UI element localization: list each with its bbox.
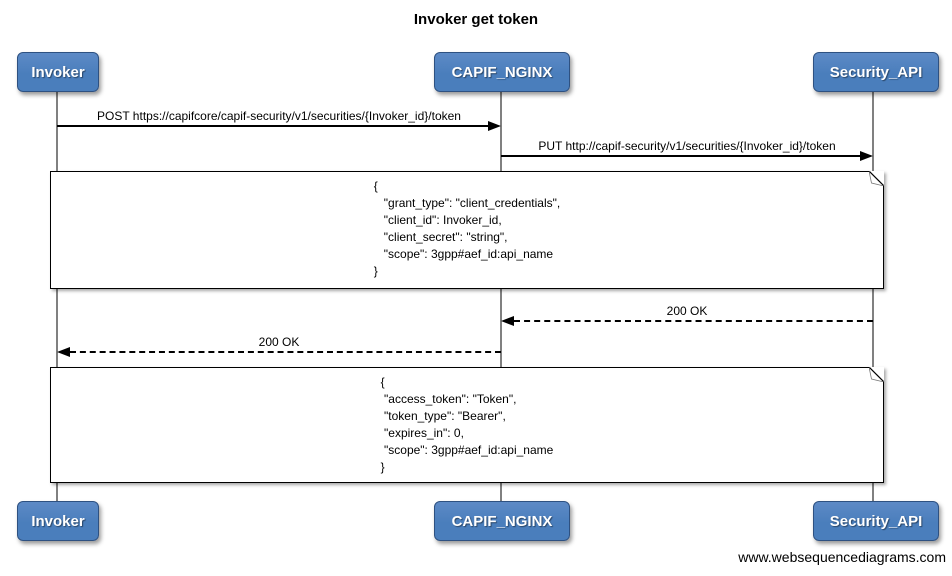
message-label-200ok-security: 200 OK xyxy=(666,304,708,318)
message-label-200ok-capif: 200 OK xyxy=(258,335,300,349)
note-fold-corner-icon xyxy=(869,171,884,186)
actor-label: Invoker xyxy=(31,63,85,81)
message-line-200ok-capif xyxy=(70,351,501,353)
note-token-response: { "access_token": "Token", "token_type":… xyxy=(50,367,884,483)
actor-label: CAPIF_NGINX xyxy=(451,512,553,530)
lifeline-capif-nginx xyxy=(500,92,502,501)
arrowhead-right-icon xyxy=(488,121,501,131)
actor-label: Security_API xyxy=(829,63,923,81)
message-line-put-token xyxy=(501,155,860,157)
actor-bottom-invoker: Invoker xyxy=(17,501,99,541)
actor-top-capif-nginx: CAPIF_NGINX xyxy=(434,52,570,92)
lifeline-invoker xyxy=(56,92,58,501)
arrowhead-right-icon xyxy=(860,151,873,161)
diagram-title: Invoker get token xyxy=(413,11,539,28)
arrowhead-left-icon xyxy=(501,316,514,326)
actor-top-invoker: Invoker xyxy=(17,52,99,92)
arrowhead-left-icon xyxy=(57,347,70,357)
actor-bottom-security-api: Security_API xyxy=(813,501,939,541)
note-request-body: { "grant_type": "client_credentials", "c… xyxy=(50,171,884,289)
actor-label: Security_API xyxy=(829,512,923,530)
message-line-post-token xyxy=(57,125,488,127)
actor-label: Invoker xyxy=(31,512,85,530)
note-fold-corner-icon xyxy=(869,367,884,382)
message-label-post-token: POST https://capifcore/capif-security/v1… xyxy=(97,109,461,123)
note-token-response-text: { "access_token": "Token", "token_type":… xyxy=(380,375,554,474)
message-line-200ok-security xyxy=(514,320,873,322)
note-request-body-text: { "grant_type": "client_credentials", "c… xyxy=(373,179,561,278)
actor-top-security-api: Security_API xyxy=(813,52,939,92)
message-label-put-token: PUT http://capif-security/v1/securities/… xyxy=(538,139,836,153)
actor-label: CAPIF_NGINX xyxy=(451,63,553,81)
watermark-websequencediagrams: www.websequencediagrams.com xyxy=(738,549,946,565)
lifeline-security-api xyxy=(872,92,874,501)
actor-bottom-capif-nginx: CAPIF_NGINX xyxy=(434,501,570,541)
